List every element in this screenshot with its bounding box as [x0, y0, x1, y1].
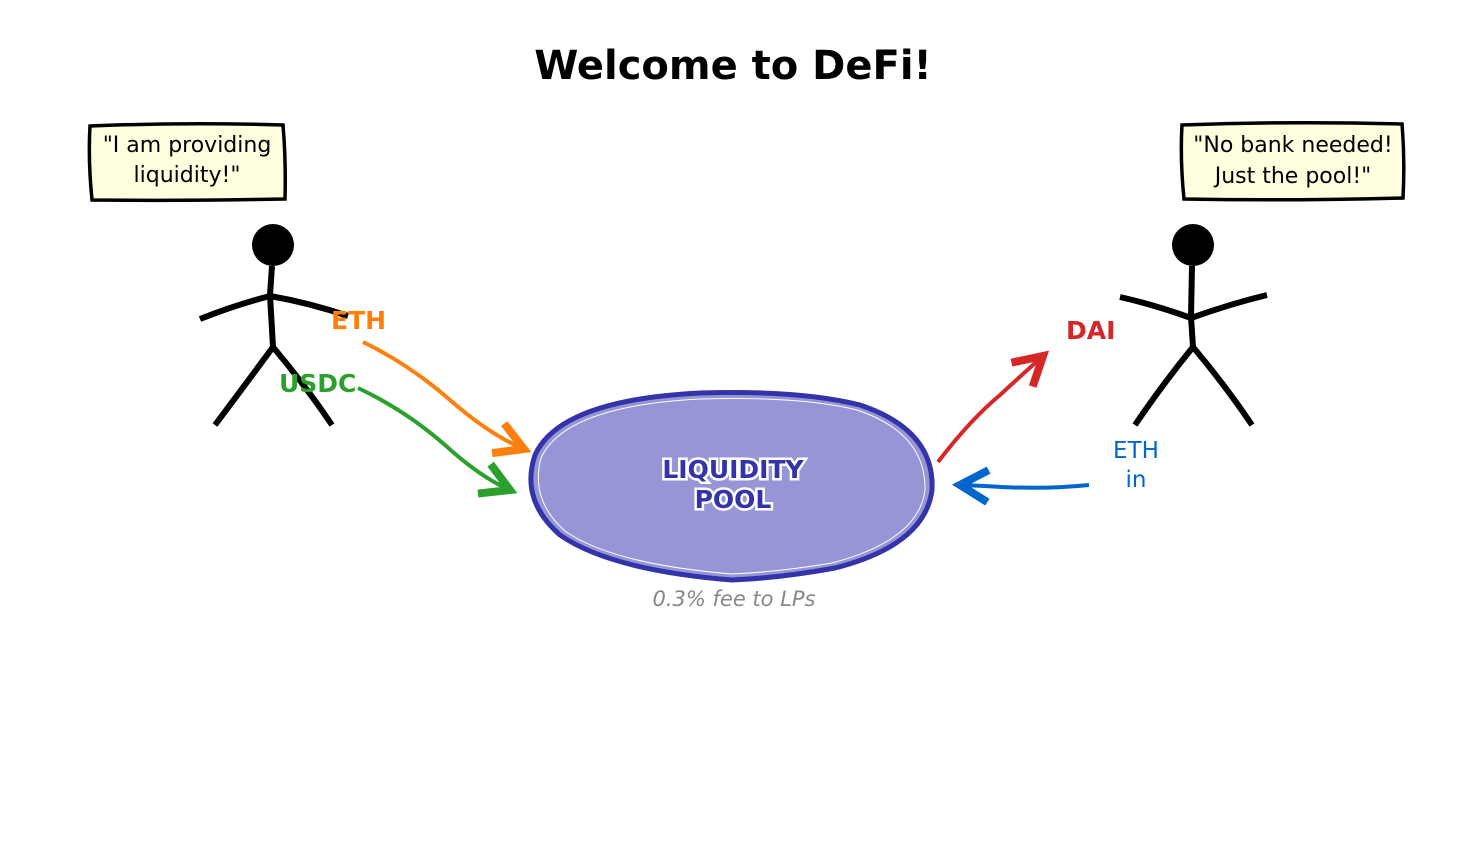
pool-label-line2: POOL: [695, 485, 772, 514]
right-stick-figure: [1119, 224, 1268, 427]
page-title: Welcome to DeFi!: [534, 43, 932, 89]
head-icon: [1172, 224, 1214, 266]
left-speech-line2: liquidity!": [134, 163, 241, 188]
right-speech-line2: Just the pool!": [1213, 164, 1372, 189]
eth-in-label-line2: in: [1126, 467, 1147, 493]
eth-in-label-line1: ETH: [1113, 438, 1159, 464]
eth-in-arrow: [960, 485, 1090, 488]
right-speech-line1: "No bank needed!: [1193, 133, 1392, 158]
eth-deposit-arrow: [362, 340, 524, 449]
eth-label: ETH: [331, 306, 386, 335]
fee-note: 0.3% fee to LPs: [653, 587, 816, 611]
usdc-deposit-arrow: [357, 386, 510, 490]
left-speech-bubble: "I am providing liquidity!": [87, 121, 287, 203]
left-speech-line1: "I am providing: [103, 133, 272, 158]
left-stick-figure: [198, 224, 349, 427]
dai-out-arrow: [936, 356, 1043, 464]
head-icon: [252, 224, 294, 266]
dai-label: DAI: [1066, 316, 1115, 345]
pool-label-line1: LIQUIDITY: [662, 455, 804, 484]
usdc-label: USDC: [279, 369, 356, 398]
liquidity-pool: LIQUIDITY POOL: [528, 390, 935, 583]
right-speech-bubble: "No bank needed! Just the pool!": [1179, 120, 1406, 202]
